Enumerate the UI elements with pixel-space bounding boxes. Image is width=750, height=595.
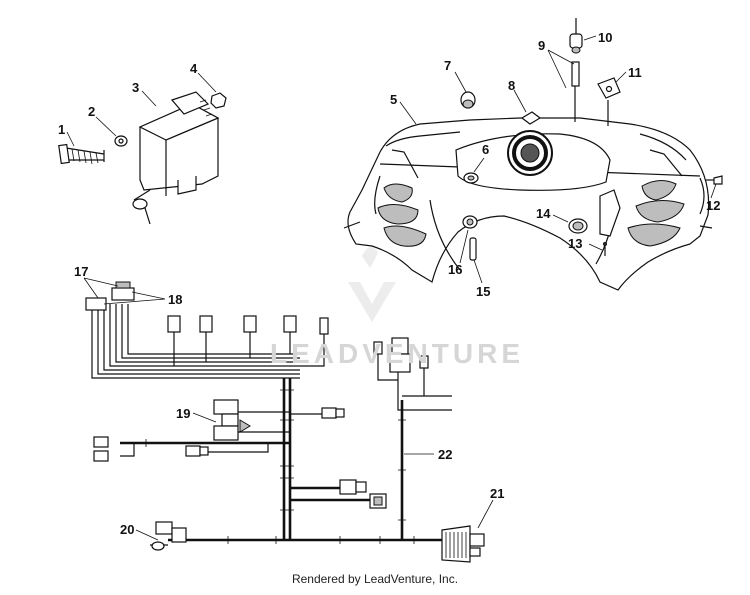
callout-7: 7	[444, 58, 451, 73]
footer-credit: Rendered by LeadVenture, Inc.	[291, 572, 459, 586]
gauge	[507, 130, 553, 176]
switch-box	[599, 189, 621, 237]
washer-part-2	[114, 135, 128, 147]
callout-1: 1	[58, 122, 65, 137]
callout-19: 19	[176, 406, 190, 421]
bolt-part-1	[58, 143, 105, 165]
callout-5: 5	[390, 92, 397, 107]
callout-18: 18	[168, 292, 182, 307]
watermark-logo	[348, 246, 396, 322]
callout-3: 3	[132, 80, 139, 95]
callout-20: 20	[120, 522, 134, 537]
watermark-text: LEADVENTURE	[270, 338, 525, 369]
callout-15: 15	[476, 284, 490, 299]
grommet-part-14	[568, 218, 588, 234]
screw-part-12	[706, 175, 723, 185]
nut-part-4	[199, 92, 227, 117]
bulb-part-15	[469, 237, 477, 261]
callout-17: 17	[74, 264, 88, 279]
callout-11: 11	[628, 65, 642, 80]
module-part-3	[132, 91, 220, 225]
callout-21: 21	[490, 486, 504, 501]
callout-13: 13	[568, 236, 582, 251]
callout-6: 6	[482, 142, 489, 157]
callout-4: 4	[190, 61, 198, 76]
callouts: 1 2 3 4 5 6 7 8 9 10 11 12 13 14 15 16 1…	[58, 30, 720, 537]
pin-part-13	[603, 242, 607, 256]
wiring-harness	[85, 281, 485, 563]
callout-8: 8	[508, 78, 515, 93]
grommet-part-7	[460, 91, 476, 109]
callout-12: 12	[706, 198, 720, 213]
callout-16: 16	[448, 262, 462, 277]
leader-lines	[66, 35, 717, 541]
bulb-part-10	[569, 18, 583, 54]
grommet-part-16	[462, 215, 478, 229]
callout-14: 14	[536, 206, 551, 221]
callout-9: 9	[538, 38, 545, 53]
callout-22: 22	[438, 447, 452, 462]
callout-2: 2	[88, 104, 95, 119]
callout-10: 10	[598, 30, 612, 45]
bracket-part-11	[597, 77, 621, 126]
lamp-part-6	[463, 172, 479, 184]
socket-part-9	[571, 61, 580, 122]
clip-part-8	[520, 111, 542, 125]
